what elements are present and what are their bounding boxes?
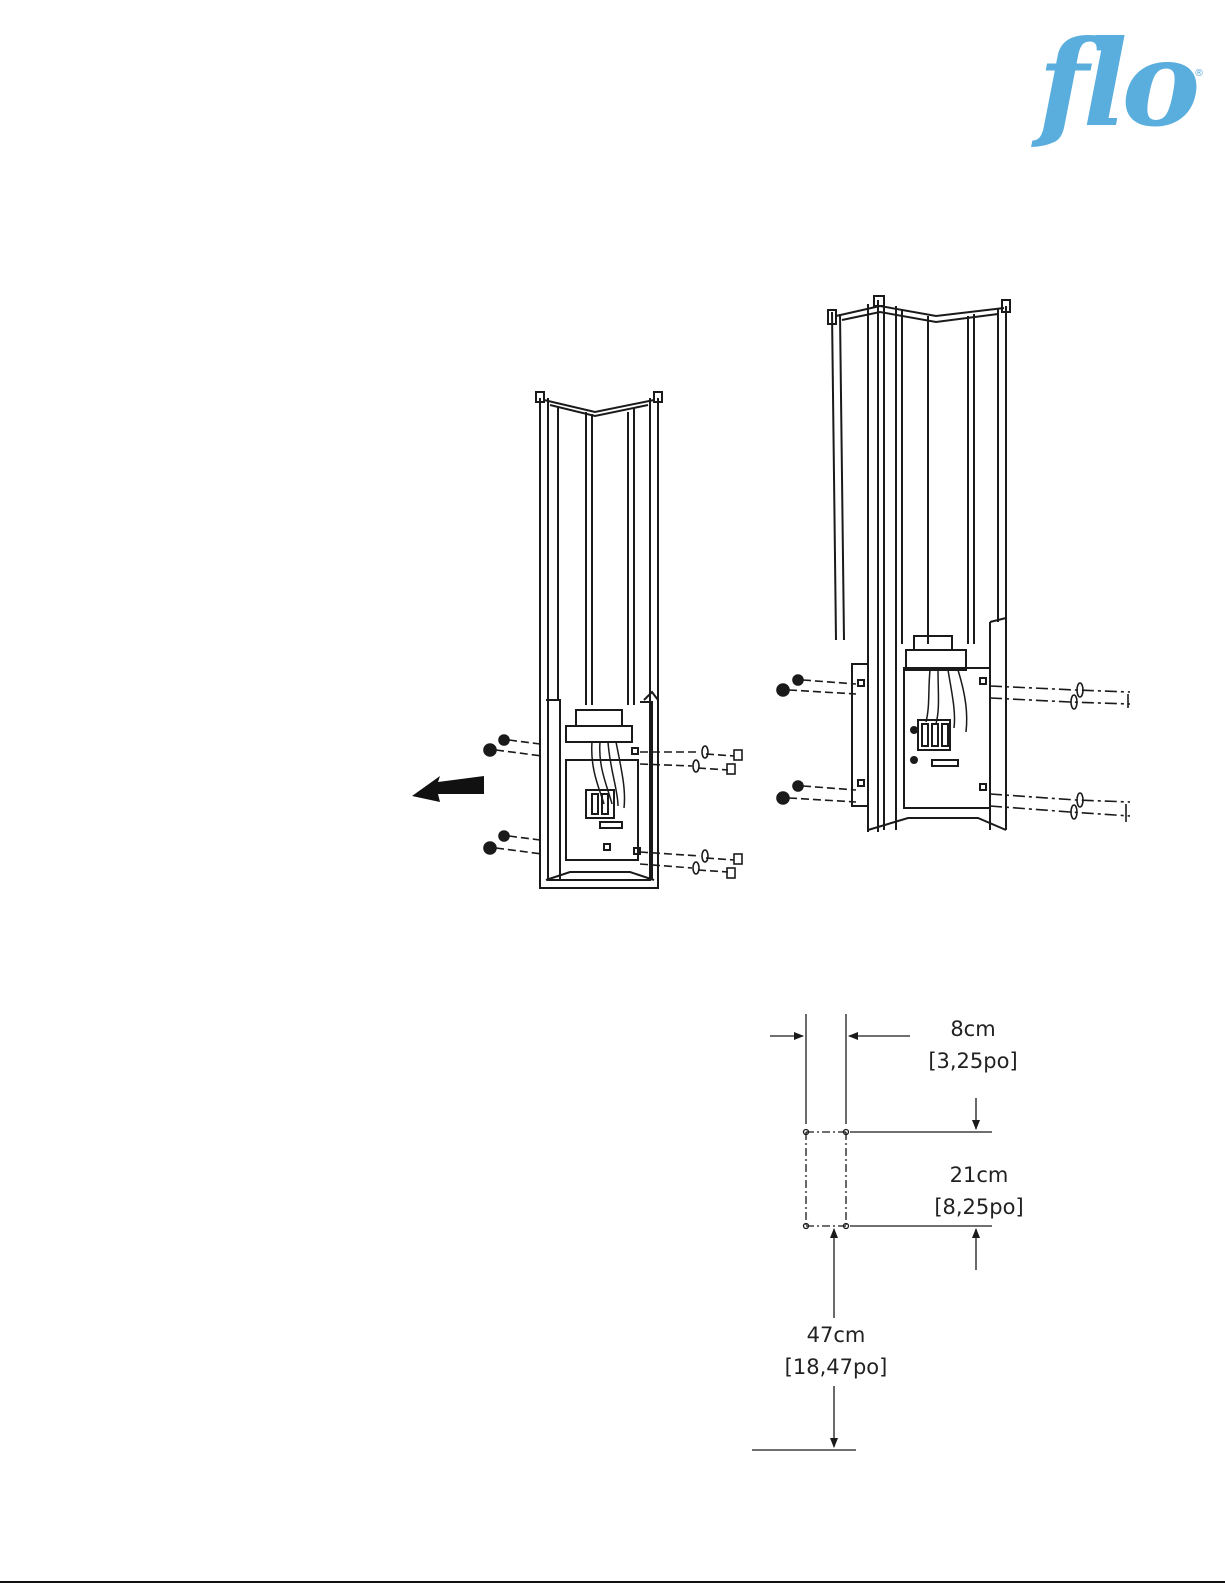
height-imperial-label: [8,25po] <box>934 1195 1023 1219</box>
dimension-labels: 8cm [3,25po] 21cm [8,25po] 47cm [18,47po… <box>785 1017 1024 1379</box>
washer-icon <box>693 760 699 772</box>
bolt-lower-2 <box>484 842 542 854</box>
bolt-upper-1 <box>793 675 856 685</box>
nut-icon <box>734 750 742 760</box>
bolt-upper-2 <box>484 744 542 756</box>
nut-icon <box>727 764 735 774</box>
bolt-upper-1 <box>499 735 540 745</box>
hardware-right <box>777 675 1130 822</box>
pedestal-drawing-left <box>536 392 662 888</box>
height-metric-label: 21cm <box>950 1163 1009 1187</box>
bolt-upper-2 <box>777 684 856 696</box>
mounting-dimension-drawing <box>752 1014 992 1450</box>
pedestal-drawing-right <box>828 296 1010 832</box>
floor-metric-label: 47cm <box>807 1323 866 1347</box>
bolt-lower-2 <box>777 792 856 804</box>
flo-logo-text: flo <box>1031 14 1197 153</box>
nut-icon <box>734 854 742 864</box>
nut-icon <box>727 868 735 878</box>
washer-icon <box>693 862 699 874</box>
floor-imperial-label: [18,47po] <box>785 1355 888 1379</box>
width-imperial-label: [3,25po] <box>928 1049 1017 1073</box>
washer-icon <box>702 850 708 862</box>
bolt-lower-1 <box>499 831 540 841</box>
bolt-lower-1 <box>793 781 856 791</box>
direction-arrow-icon <box>412 776 484 802</box>
washer-icon <box>702 746 708 758</box>
registered-mark: ® <box>1194 68 1204 79</box>
width-metric-label: 8cm <box>950 1017 995 1041</box>
flo-logo: flo ® <box>1031 14 1204 153</box>
